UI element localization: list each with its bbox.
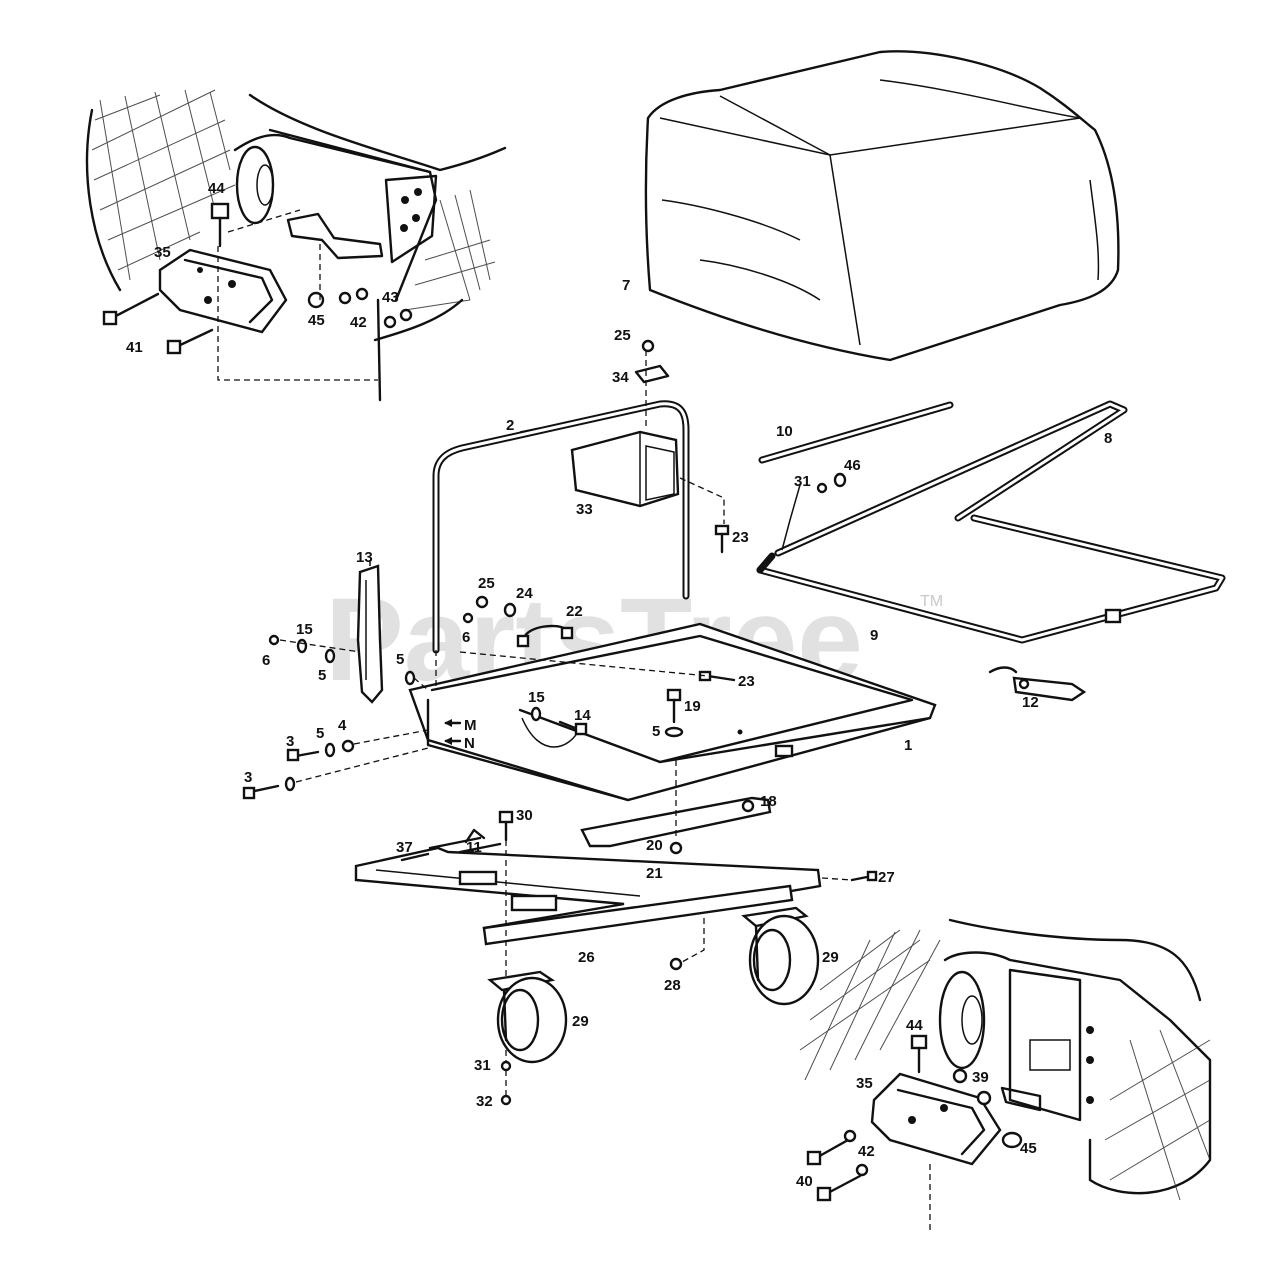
part-label: 35 (154, 244, 171, 261)
inset-top-left (85, 89, 507, 402)
part-label: 39 (972, 1069, 989, 1086)
inset-bottom-right (799, 918, 1212, 1230)
part-label: 19 (684, 698, 701, 715)
part-label: 14 (574, 707, 591, 724)
part-label: 5 (396, 651, 404, 668)
strap (988, 666, 1087, 702)
bag-frame (756, 400, 1226, 644)
part-label: 26 (578, 949, 595, 966)
part-label: 33 (576, 501, 593, 518)
part-label: 31 (474, 1057, 491, 1074)
part-label: 23 (732, 529, 749, 546)
part-label: 3 (244, 769, 252, 786)
part-label: 22 (566, 603, 583, 620)
part-label: 24 (516, 585, 533, 602)
part-label: 23 (738, 673, 755, 690)
part-label: 5 (316, 725, 324, 742)
part-label: 25 (478, 575, 495, 592)
grass-bag-cover (644, 50, 1120, 362)
part-labels: 1 2 3 3 4 5 5 5 5 6 6 7 8 9 10 11 12 13 … (126, 180, 1112, 1190)
part-label: 5 (652, 723, 660, 740)
part-label: 6 (262, 652, 270, 669)
part-label: 7 (622, 277, 630, 294)
part-label: 25 (614, 327, 631, 344)
part-label: 27 (878, 869, 895, 886)
handle (432, 339, 730, 654)
watermark-trademark: TM (920, 593, 943, 610)
part-label: 13 (356, 549, 373, 566)
part-label: 8 (1104, 430, 1112, 447)
part-label: 29 (572, 1013, 589, 1030)
caster-wheel-rear (741, 906, 820, 1006)
part-label: 12 (1022, 694, 1039, 711)
side-bracket (242, 564, 542, 800)
washer-icon (816, 482, 828, 494)
part-label: 5 (318, 667, 326, 684)
part-label: 15 (296, 621, 313, 638)
part-label: 35 (856, 1075, 873, 1092)
part-label: 41 (126, 339, 143, 356)
part-label: 1 (904, 737, 912, 754)
part-label: 20 (646, 837, 663, 854)
part-label: 45 (308, 312, 325, 329)
part-label: 42 (350, 314, 367, 331)
part-label: 29 (822, 949, 839, 966)
part-label: 4 (338, 717, 347, 734)
direction-label-m: M (464, 717, 477, 734)
part-label: 9 (870, 627, 878, 644)
part-label: 6 (462, 629, 470, 646)
part-label: 44 (906, 1017, 923, 1034)
part-label: 2 (506, 417, 514, 434)
part-label: 45 (1020, 1140, 1037, 1157)
part-label: 44 (208, 180, 225, 197)
part-label: 10 (776, 423, 793, 440)
caster-wheel-front (487, 970, 568, 1106)
part-label: 15 (528, 689, 545, 706)
part-label: 32 (476, 1093, 493, 1110)
part-label: 37 (396, 839, 413, 856)
cart-tray: M N (408, 595, 937, 802)
part-label: 11 (466, 839, 482, 856)
part-label: 21 (646, 865, 663, 882)
leader-lines (369, 427, 801, 566)
cart-chassis (354, 810, 878, 1100)
part-label: 31 (794, 473, 811, 490)
part-label: 30 (516, 807, 533, 824)
part-label: 34 (612, 369, 629, 386)
part-label: 40 (796, 1173, 813, 1190)
ring-icon (833, 472, 847, 488)
part-label: 18 (760, 793, 777, 810)
part-label: 28 (664, 977, 681, 994)
part-label: 43 (382, 289, 399, 306)
part-label: 46 (844, 457, 861, 474)
direction-label-n: N (464, 735, 475, 752)
part-label: 42 (858, 1143, 875, 1160)
part-label: 3 (286, 733, 294, 750)
